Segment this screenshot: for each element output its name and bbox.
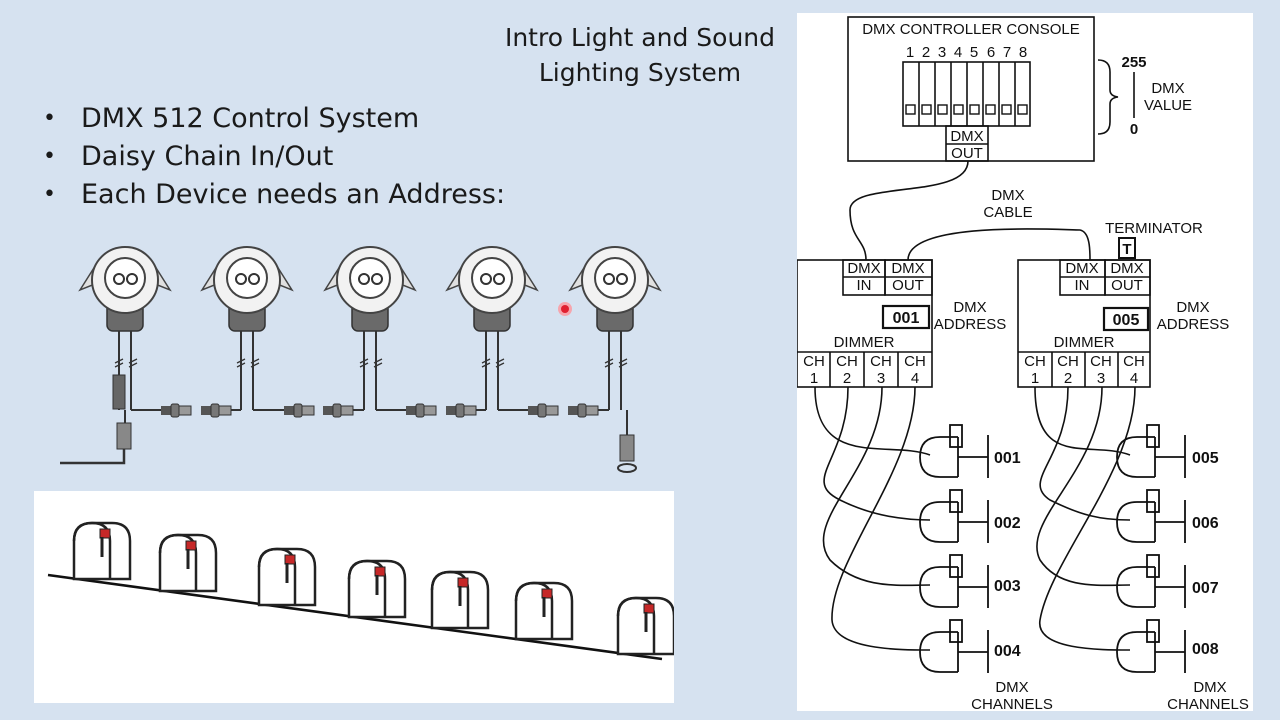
- channel-number: 5: [970, 44, 978, 61]
- bullet-item: • DMX 512 Control System: [40, 100, 505, 138]
- mailbox-icon: [347, 559, 407, 619]
- dimmer-address-label-2: ADDRESS: [1157, 316, 1230, 333]
- dimmer-address-label-2: ADDRESS: [934, 316, 1007, 333]
- dimmer-channel: CH: [1024, 353, 1046, 370]
- mailbox-icon: [72, 521, 132, 581]
- mailbox-icon: [257, 547, 317, 607]
- dimmer-out-label-1: DMX: [1110, 260, 1143, 277]
- dimmer-channel-number: 3: [877, 370, 885, 387]
- bullet-list: • DMX 512 Control System • Daisy Chain In/…: [40, 100, 505, 214]
- dimmer-channel: CH: [1057, 353, 1079, 370]
- mailbox-panel: [34, 491, 676, 703]
- dimmer-channel-number: 2: [843, 370, 851, 387]
- channels-label-1: DMX: [1193, 679, 1226, 696]
- lamp-channel-label: 008: [1192, 641, 1219, 658]
- slide-title: Intro Light and Sound Lighting System: [470, 20, 810, 90]
- dmx-max-value: 255: [1121, 54, 1146, 71]
- dimmer-channel: CH: [1123, 353, 1145, 370]
- dimmer-channel: CH: [803, 353, 825, 370]
- console-title: DMX CONTROLLER CONSOLE: [862, 21, 1080, 38]
- dimmer-channel-number: 2: [1064, 370, 1072, 387]
- dimmer-channel: CH: [1090, 353, 1112, 370]
- console-out-label-1: DMX: [950, 128, 983, 145]
- mailbox-icon: [616, 596, 676, 656]
- cable-label-1: DMX: [991, 187, 1024, 204]
- bullet-dot-icon: •: [43, 144, 56, 169]
- dimmer-in-label-2: IN: [1075, 277, 1090, 294]
- bullet-item: • Daisy Chain In/Out: [40, 138, 505, 176]
- laser-pointer-icon: [558, 302, 572, 316]
- bullet-text: Each Device needs an Address:: [81, 179, 506, 210]
- lamp-channel-label: 003: [994, 578, 1021, 595]
- dmx-value-label-1: DMX: [1151, 80, 1184, 97]
- mailbox-icon: [514, 581, 574, 641]
- mailbox-street-illustration: [47, 521, 676, 661]
- dimmer-channel-number: 1: [810, 370, 818, 387]
- dimmer-address: 005: [1113, 312, 1140, 329]
- dimmer-out-label-2: OUT: [892, 277, 924, 294]
- console-out-label-2: OUT: [951, 145, 983, 162]
- cable-label-2: CABLE: [983, 204, 1032, 221]
- slide-title-line-2: Lighting System: [538, 58, 742, 87]
- mailbox-icon: [158, 533, 218, 593]
- terminator-symbol: T: [1122, 241, 1131, 258]
- dimmer-in-label-1: DMX: [1065, 260, 1098, 277]
- dimmer-address-label-1: DMX: [1176, 299, 1209, 316]
- bullet-dot-icon: •: [43, 182, 56, 207]
- lamp-channel-label: 002: [994, 515, 1021, 532]
- channel-number: 1: [906, 44, 914, 61]
- channels-label-1: DMX: [995, 679, 1028, 696]
- dimmer-address: 001: [893, 310, 920, 327]
- dmx-value-label-2: VALUE: [1144, 97, 1192, 114]
- bullet-dot-icon: •: [43, 106, 56, 131]
- channel-number: 4: [954, 44, 962, 61]
- dimmer-name: DIMMER: [1054, 334, 1115, 351]
- dimmer-channel-number: 3: [1097, 370, 1105, 387]
- channels-label-2: CHANNELS: [971, 696, 1053, 711]
- lamp-channel-label: 007: [1192, 580, 1219, 597]
- mailbox-icon: [430, 570, 490, 630]
- dimmer-out-label-2: OUT: [1111, 277, 1143, 294]
- dmx-min-value: 0: [1130, 121, 1138, 138]
- terminator-label: TERMINATOR: [1105, 220, 1203, 237]
- dimmer-channel-number: 4: [911, 370, 919, 387]
- dimmer-name: DIMMER: [834, 334, 895, 351]
- dimmer-in-label-1: DMX: [847, 260, 880, 277]
- lamp-channel-label: 006: [1192, 515, 1219, 532]
- channel-number: 8: [1019, 44, 1027, 61]
- dmx-wiring-diagram: DMX CONTROLLER CONSOLE 1 2 3 4 5 6 7 8 2…: [796, 16, 1249, 713]
- dimmer-channel-number: 1: [1031, 370, 1039, 387]
- dimmer-channel: CH: [836, 353, 858, 370]
- bullet-item: • Each Device needs an Address:: [40, 176, 505, 214]
- channel-number: 7: [1003, 44, 1011, 61]
- channel-number: 6: [987, 44, 995, 61]
- dimmer-address-label-1: DMX: [953, 299, 986, 316]
- dmx-diagram-panel: DMX CONTROLLER CONSOLE 1 2 3 4 5 6 7 8 2…: [796, 13, 1253, 713]
- dimmer-in-label-2: IN: [857, 277, 872, 294]
- channel-number: 3: [938, 44, 946, 61]
- channels-label-2: CHANNELS: [1167, 696, 1249, 711]
- lamp-channel-label: 004: [994, 643, 1021, 660]
- dimmer-channel: CH: [870, 353, 892, 370]
- lamp-channel-label: 001: [994, 450, 1021, 467]
- channel-number: 2: [922, 44, 930, 61]
- light-fixtures-illustration: [60, 246, 661, 473]
- bullet-text: DMX 512 Control System: [81, 103, 420, 134]
- dimmer-out-label-1: DMX: [891, 260, 924, 277]
- dimmer-channel: CH: [904, 353, 926, 370]
- lamp-channel-label: 005: [1192, 450, 1219, 467]
- dimmer-channel-number: 4: [1130, 370, 1138, 387]
- bullet-text: Daisy Chain In/Out: [81, 141, 334, 172]
- slide-title-line-1: Intro Light and Sound: [504, 23, 776, 52]
